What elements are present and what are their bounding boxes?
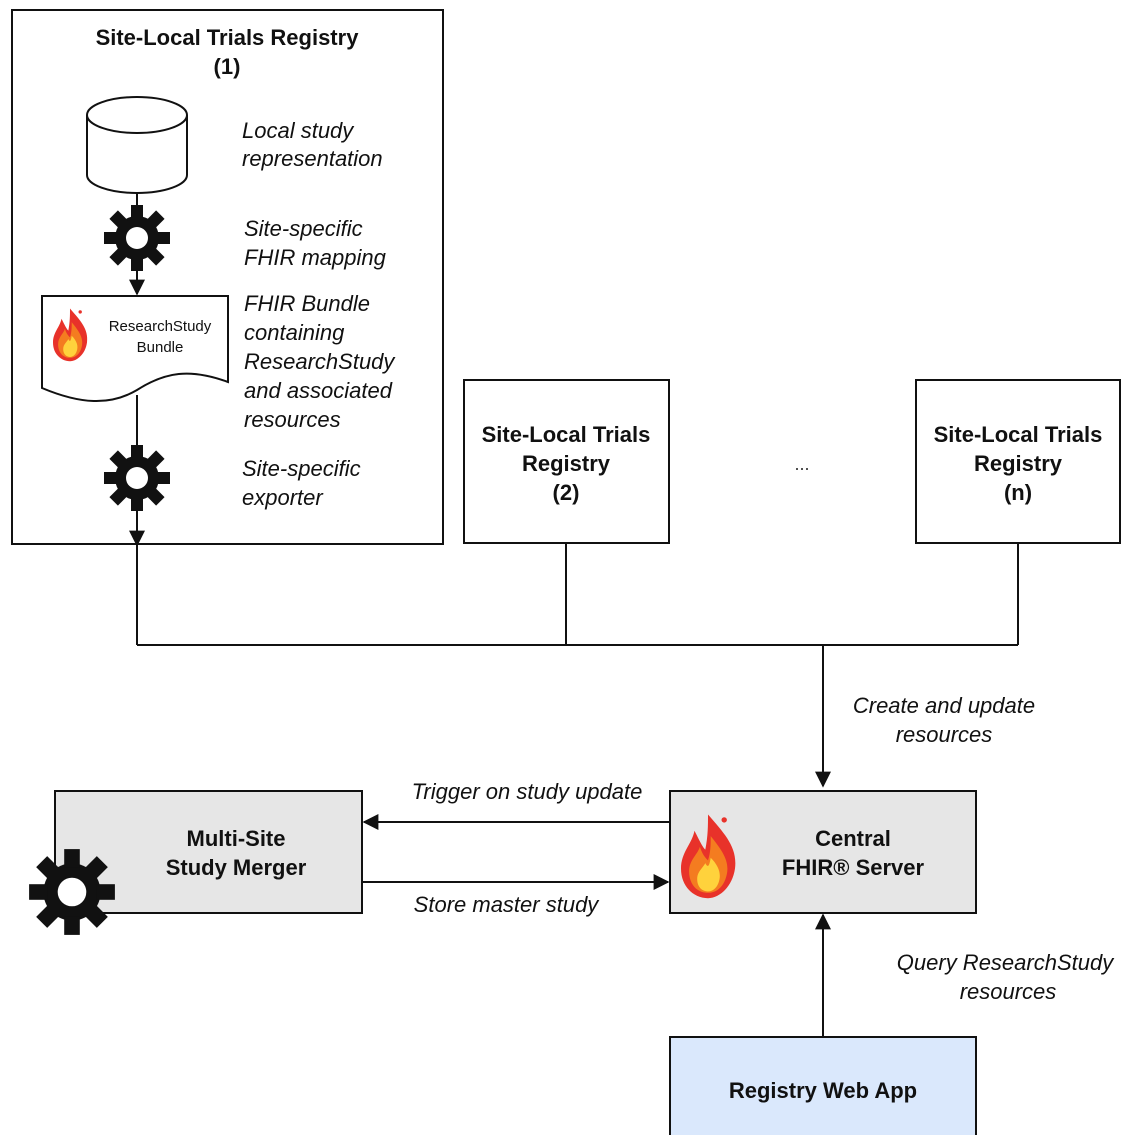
- edge-query-line1: Query ResearchStudy: [897, 950, 1115, 975]
- bundle-doc-line1: ResearchStudy: [109, 318, 212, 335]
- bundle-desc-line1: FHIR Bundle: [244, 291, 370, 316]
- registry-n-line3: (n): [1004, 480, 1032, 505]
- bundle-desc-line5: resources: [244, 407, 341, 432]
- server-line1: Central: [815, 826, 891, 851]
- registry-n-line1: Site-Local Trials: [934, 422, 1103, 447]
- webapp-label: Registry Web App: [729, 1078, 917, 1103]
- server-line2: FHIR® Server: [782, 855, 925, 880]
- edge-store-label: Store master study: [414, 892, 601, 917]
- edge-create-line1: Create and update: [853, 693, 1035, 718]
- registry-n-box: [915, 379, 1121, 544]
- registry-bus: [136, 543, 1019, 646]
- bundle-desc-line2: containing: [244, 320, 345, 345]
- webapp-box: [669, 1036, 977, 1135]
- mapping-gear-icon: [104, 205, 170, 271]
- merger-line1: Multi-Site: [187, 826, 286, 851]
- registry-1-number: (1): [214, 54, 241, 79]
- edge-create-line2: resources: [896, 722, 993, 747]
- edge-trigger-label: Trigger on study update: [412, 779, 643, 804]
- db-desc-line1: Local study: [242, 118, 355, 143]
- database-icon: [86, 96, 188, 194]
- registry-1-title: Site-Local Trials Registry: [96, 25, 360, 50]
- registry-2-line2: Registry: [522, 451, 611, 476]
- db-desc-line2: representation: [242, 146, 383, 171]
- registry-2-line3: (2): [553, 480, 580, 505]
- registry-2-box: [463, 379, 670, 544]
- registry-2-line1: Site-Local Trials: [482, 422, 651, 447]
- bundle-desc-line3: ResearchStudy: [244, 349, 396, 374]
- document-icon: [41, 295, 229, 403]
- bundle-desc-line4: and associated: [244, 378, 393, 403]
- edge-query-line2: resources: [960, 979, 1057, 1004]
- exporter-desc-line2: exporter: [242, 485, 324, 510]
- registry-n-line2: Registry: [974, 451, 1063, 476]
- registry-1-box: [11, 9, 444, 545]
- bundle-doc-line2: Bundle: [137, 339, 184, 356]
- registry-ellipsis: ...: [794, 454, 809, 474]
- merger-gear-icon: [29, 849, 115, 935]
- merger-line2: Study Merger: [166, 855, 307, 880]
- mapping-desc-line2: FHIR mapping: [244, 245, 387, 270]
- mapping-desc-line1: Site-specific: [244, 216, 363, 241]
- exporter-gear-icon: [104, 445, 170, 511]
- exporter-desc-line1: Site-specific: [242, 456, 361, 481]
